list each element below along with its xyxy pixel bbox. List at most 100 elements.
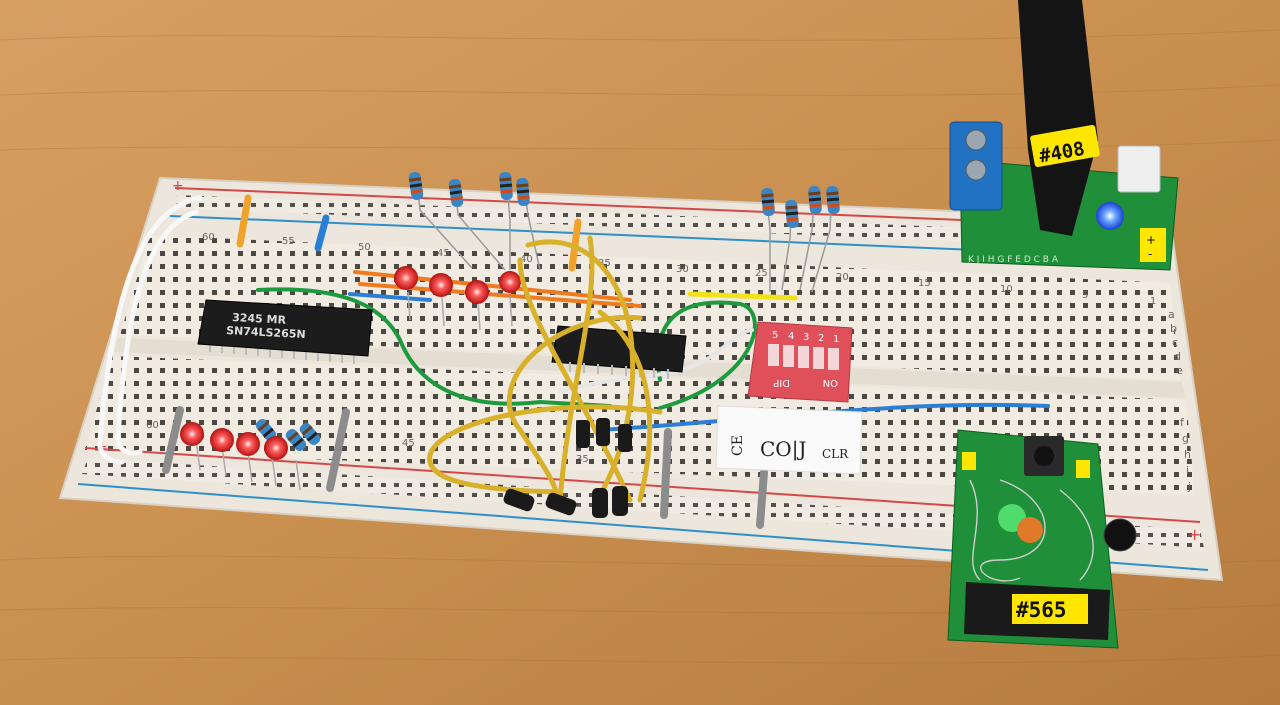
col-num: 55 [282,236,295,247]
dip-switch[interactable]: 1 2 3 4 5 DIP ON [747,321,853,403]
resistor [285,428,307,452]
barrel-jack [1018,0,1098,236]
col-num: 40 [520,254,533,265]
leds-lower [180,418,321,491]
red-led-lit [236,432,260,456]
grey-jumper [162,406,184,474]
dip-num: 1 [833,334,839,345]
resistor [808,185,822,215]
rail-minus-bottom-left: - [96,478,101,494]
green-wire [656,300,757,410]
col-num: 30 [676,264,689,275]
power-module: #408 K J I H G F E D C B A + - [949,0,1179,271]
dip-num: 5 [772,330,778,341]
green-wire [256,287,612,408]
timer-pin-tag [962,452,976,470]
blue-jumper [314,214,330,252]
orange-led [1017,517,1043,543]
chip-text-line2: SN74LS265N [226,324,306,341]
col-num: 50 [358,242,371,253]
row-letter: g [1182,432,1189,445]
grey-jumper [660,428,672,519]
note-card: CE CO|J CLR [715,405,863,475]
push-button-cap[interactable] [1034,446,1054,466]
row-letter: b [1170,322,1177,335]
rail-minus-bottom-right: - [1190,559,1196,578]
col-num: 25 [755,268,768,279]
col-num: 20 [836,272,849,283]
row-letter: h [1184,448,1191,461]
leds-upper [394,266,521,331]
resistor [499,171,513,201]
timer-label-text: #565 [1016,598,1067,622]
red-led-lit [210,428,234,452]
rail-plus-top-left: + [172,178,184,194]
white-power-wires [97,195,203,465]
power-label-tag [1030,124,1100,168]
yellow-loop-wires [427,235,663,503]
ic-sn74ls: 3245 MR SN74LS265N [197,299,373,364]
resistor [785,199,799,229]
jst-connector [1117,145,1161,193]
note-text-ce: CE [730,435,746,456]
resistor [448,178,464,208]
resistor [516,177,530,207]
power-pin-tag [1140,228,1166,262]
timer-pin-tag [1076,460,1090,478]
rail-plus-bottom-right: + [1188,525,1201,544]
wood-grain [0,29,1280,664]
short-jumpers [162,194,798,529]
bottom-rail-holes [82,458,1204,548]
capacitor [1103,518,1137,552]
col-num: 60 [146,420,159,431]
timer-module: #565 [947,429,1137,649]
grey-jumper [326,408,350,492]
chip-text-line1: 3245 MR [232,311,287,327]
dip-on-label: ON [823,377,838,388]
resistors-upper [408,171,840,229]
wire-connectors [503,418,632,518]
row-letter: j [1187,480,1191,493]
col-num: 1 [1150,296,1156,307]
red-led-lit [394,266,418,290]
row-letter: d [1174,350,1181,363]
row-letter: c [1172,336,1178,349]
blue-wire [348,292,432,302]
dip-num: 2 [818,333,824,344]
col-num: 60 [202,232,215,243]
resistor [255,418,277,442]
resistor [761,187,775,217]
col-num: 45 [437,248,450,259]
col-num: 45 [402,438,415,449]
red-led-lit [499,271,521,293]
orange-jumper [236,194,252,248]
dip-label: DIP [773,377,790,388]
yellow-jumper [687,291,798,301]
col-num: 10 [1000,284,1013,295]
power-module-row-letters: K J I H G F E D C B A [968,255,1059,265]
power-minus-label: - [1148,247,1152,261]
timer-module-wires [969,479,1094,582]
note-text-clr: CLR [822,447,849,461]
row-letter: e [1176,364,1183,377]
grey-jumper [756,468,768,529]
red-led-lit [180,422,204,446]
column-numbers: 60 55 50 45 40 35 30 25 20 15 10 5 1 60 … [146,232,1156,465]
timer-label-tag [1012,594,1088,624]
col-num: 15 [918,278,931,289]
upper-terminal-holes [120,235,1180,380]
dip-toggles[interactable] [768,344,839,370]
top-rail-holes [176,195,1162,250]
dip-numbers: 1 2 3 4 5 [772,330,839,345]
resistor [408,171,424,201]
white-wire [558,328,754,394]
row-letter: a [1168,308,1175,321]
row-letters: a b c d e f g h i j [1168,308,1191,493]
col-num: 5 [1082,290,1088,301]
red-led-lit [465,280,489,304]
row-letter: f [1180,416,1185,429]
col-num: 35 [598,258,611,269]
red-led-lit [429,273,453,297]
